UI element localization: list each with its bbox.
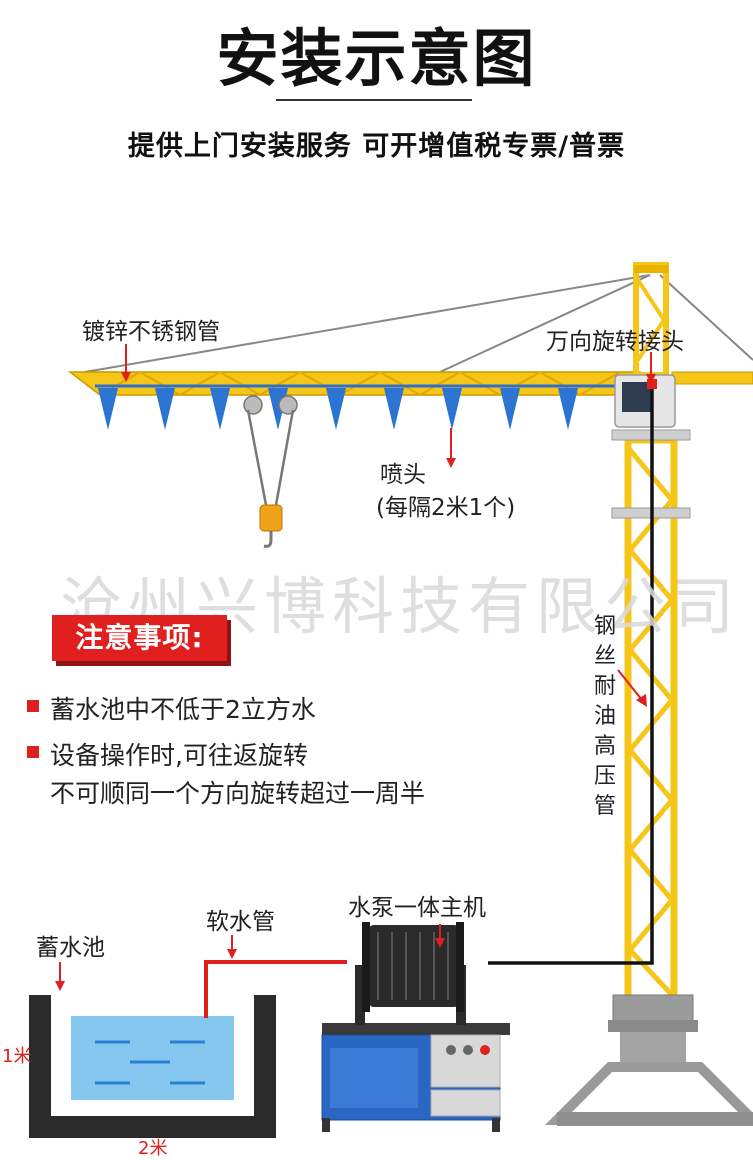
notice-item-continued: 不可顺同一个方向旋转超过一周半 (50, 779, 426, 808)
label-soft-hose: 软水管 (206, 909, 275, 935)
bullet-icon (27, 746, 39, 758)
page-title: 安装示意图 (216, 22, 537, 95)
label-nozzle: 喷头 (380, 462, 426, 488)
tower-base (544, 994, 753, 1126)
notice-item: 设备操作时,可往返旋转 (50, 741, 308, 770)
label-nozzle-spacing: (每隔2米1个) (376, 495, 516, 521)
pointer-arrows (55, 344, 656, 991)
soft-water-hose (204, 960, 347, 1018)
notice-heading: 注意事项: (52, 615, 227, 661)
label-high-pressure-hose: 钢丝耐油高压管 (593, 614, 616, 819)
spray-nozzles (98, 388, 578, 430)
label-swivel-joint: 万向旋转接头 (546, 329, 684, 355)
label-pipe: 镀锌不锈钢管 (82, 319, 220, 345)
title-divider (276, 99, 472, 101)
swivel-joint (647, 379, 657, 389)
counter-jib (671, 371, 753, 385)
notice-item: 蓄水池中不低于2立方水 (50, 695, 316, 724)
reservoir (29, 995, 276, 1138)
crane-hook (243, 395, 298, 548)
page-subtitle: 提供上门安装服务 可开增值税专票/普票 (127, 131, 626, 162)
operator-cab (614, 374, 676, 428)
pump-unit (321, 922, 510, 1132)
support-cables (84, 274, 753, 373)
bullet-icon (27, 700, 39, 712)
dimension-depth: 1米 (2, 1046, 32, 1067)
dimension-width: 2米 (138, 1138, 168, 1159)
high-pressure-hose (488, 389, 654, 965)
label-pump-unit: 水泵一体主机 (348, 895, 486, 921)
label-reservoir: 蓄水池 (36, 935, 105, 961)
